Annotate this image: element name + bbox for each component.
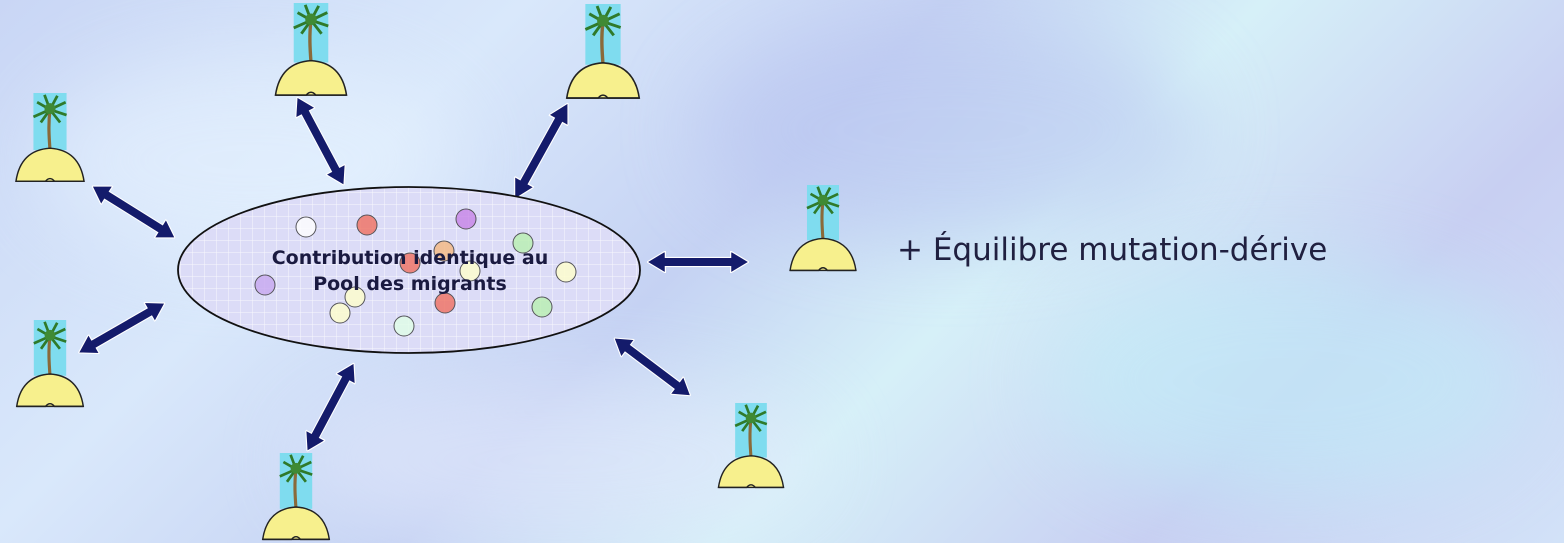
- pool-label-line2: Pool des migrants: [313, 273, 507, 295]
- palm-island-icon: [14, 93, 86, 184]
- double-headed-arrow-icon: [607, 329, 698, 405]
- double-headed-arrow-icon: [297, 357, 364, 457]
- migrant-pool: [177, 186, 641, 354]
- palm-island-icon: [716, 403, 786, 490]
- palm-island-icon: [273, 3, 349, 97]
- equilibrium-annotation: + Équilibre mutation-dérive: [897, 232, 1328, 268]
- double-headed-arrow-icon: [287, 91, 354, 191]
- pool-label-line1: Contribution identique au: [271, 247, 549, 269]
- pool-label: Contribution identique au Pool des migra…: [180, 245, 640, 297]
- double-headed-arrow-icon: [72, 293, 171, 363]
- double-headed-arrow-icon: [505, 97, 578, 205]
- migrant-circles: [254, 208, 577, 337]
- palm-island-icon: [260, 453, 332, 542]
- double-headed-arrow-icon: [647, 251, 749, 273]
- palm-island-icon: [565, 4, 641, 100]
- palm-island-icon: [788, 185, 858, 273]
- double-headed-arrow-icon: [86, 176, 181, 248]
- palm-island-icon: [14, 320, 86, 409]
